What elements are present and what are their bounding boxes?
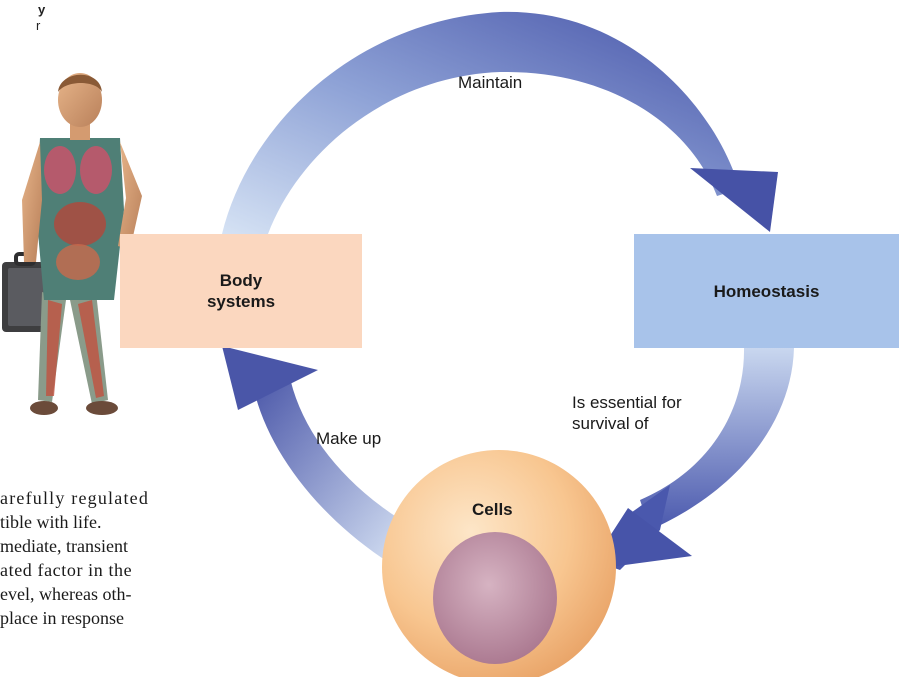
essential-arrow bbox=[588, 348, 794, 570]
caption-fragment-2: r bbox=[36, 18, 41, 33]
caption-fragment-1: y bbox=[38, 2, 46, 17]
body-systems-box: Body systems bbox=[120, 234, 362, 348]
text-line: evel, whereas oth- bbox=[0, 584, 132, 604]
make-up-arrow bbox=[222, 346, 398, 560]
text-line: tible with life. bbox=[0, 512, 102, 532]
cells-label: Cells bbox=[472, 500, 513, 519]
body-systems-label: Body systems bbox=[206, 271, 276, 311]
maintain-label: Maintain bbox=[458, 73, 523, 92]
human-figure-illustration bbox=[2, 73, 142, 415]
homeostasis-label: Homeostasis bbox=[713, 281, 820, 301]
homeostasis-box: Homeostasis bbox=[634, 234, 899, 348]
cell-graphic bbox=[382, 450, 616, 677]
essential-label: Is essential for survival of bbox=[572, 393, 682, 433]
text-line: arefully regulated bbox=[0, 488, 150, 508]
make-up-label: Make up bbox=[316, 429, 382, 448]
text-line: mediate, transient bbox=[0, 536, 128, 556]
maintain-arrow bbox=[222, 11, 778, 235]
body-text-fragment: arefully regulated tible with life. medi… bbox=[0, 486, 290, 630]
text-line: place in response bbox=[0, 608, 124, 628]
text-line: ated factor in the bbox=[0, 560, 133, 580]
